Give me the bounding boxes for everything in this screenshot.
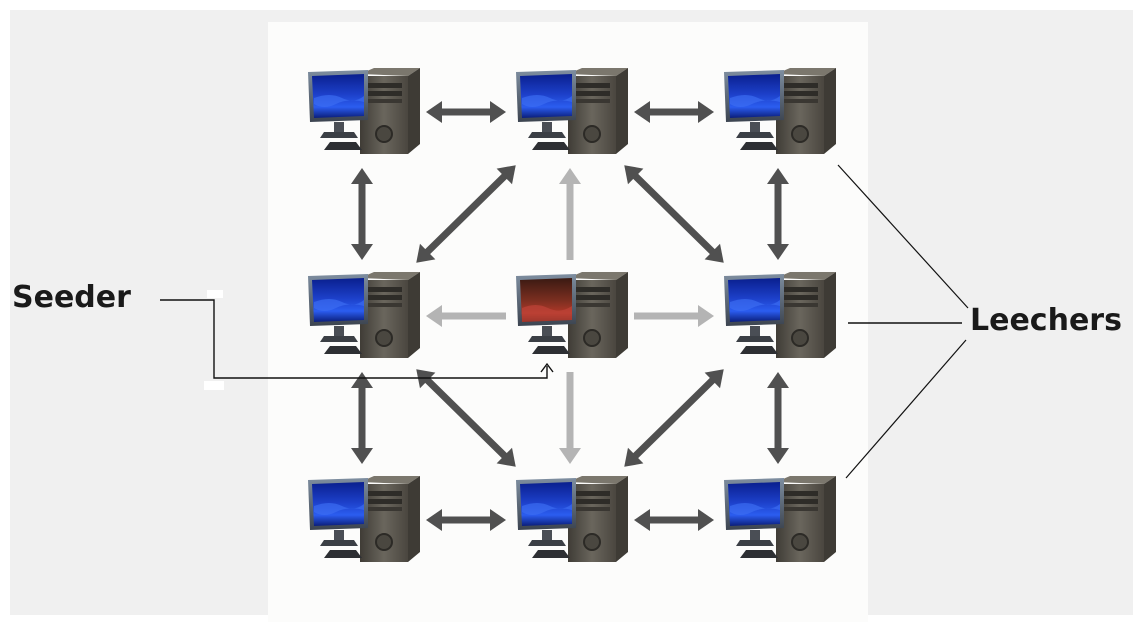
leecher-desktop-computer-icon-r2c1 — [308, 272, 420, 358]
leecher-desktop-computer-icon-r2c3 — [724, 272, 836, 358]
leecher-desktop-computer-icon-r1c1 — [308, 68, 420, 154]
seeder-callout-line — [160, 299, 548, 379]
seeder-callout-arrowhead — [540, 362, 554, 373]
leechers-label: Leechers — [970, 303, 1122, 338]
seed-arrow-r2c2-r2c3 — [634, 305, 714, 327]
seed-arrow-r2c2-r2c1 — [426, 305, 506, 327]
leecher-desktop-computer-icon-r1c3 — [724, 68, 836, 154]
seeder-label: Seeder — [12, 280, 131, 315]
seed-arrow-r2c2-r3c2 — [559, 372, 581, 464]
peer-arrow-r3c1-r3c2 — [426, 509, 506, 531]
leechers-callout-line-top — [837, 164, 969, 309]
seeder-desktop-computer-icon-r2c2 — [516, 272, 628, 358]
peer-arrow-r1c1-r2c1 — [351, 168, 373, 260]
leecher-desktop-computer-icon-r3c1 — [308, 476, 420, 562]
callout-gap-top — [207, 290, 223, 298]
computers-layer — [308, 68, 836, 562]
links-layer — [351, 101, 789, 531]
peer-arrow-r2c1-r3c2 — [416, 369, 516, 467]
peer-arrow-r2c3-r3c3 — [767, 372, 789, 464]
callout-gap-bottom — [204, 381, 224, 390]
peer-arrow-r1c2-r1c3 — [634, 101, 714, 123]
leechers-callout-line-bottom — [845, 339, 967, 479]
seed-arrow-r2c2-r1c2 — [559, 168, 581, 260]
leecher-desktop-computer-icon-r1c2 — [516, 68, 628, 154]
leecher-desktop-computer-icon-r3c3 — [724, 476, 836, 562]
peer-arrow-r3c2-r2c3 — [624, 369, 724, 467]
peer-arrow-r2c1-r1c2 — [416, 165, 516, 263]
peer-arrow-r2c1-r3c1 — [351, 372, 373, 464]
peer-arrow-r1c1-r1c2 — [426, 101, 506, 123]
peer-arrow-r3c2-r3c3 — [634, 509, 714, 531]
peer-arrow-r1c3-r2c3 — [767, 168, 789, 260]
peer-arrow-r1c2-r2c3 — [624, 165, 724, 263]
callouts-layer — [160, 164, 969, 479]
leecher-desktop-computer-icon-r3c2 — [516, 476, 628, 562]
